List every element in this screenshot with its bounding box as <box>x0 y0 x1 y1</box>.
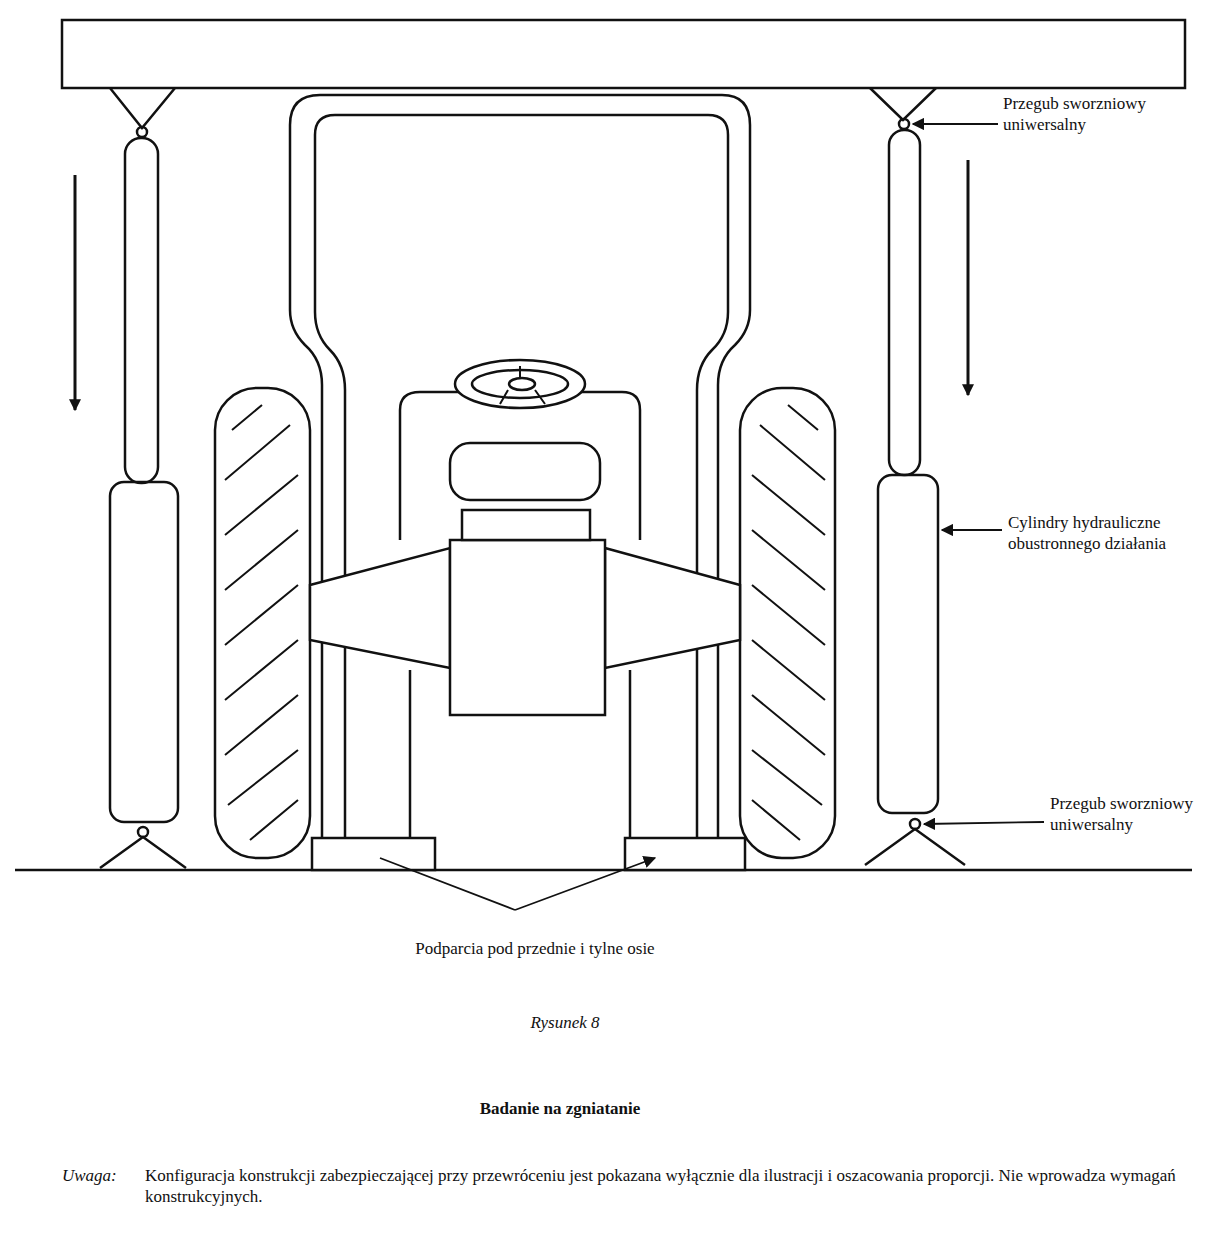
figure-caption: Rysunek 8 <box>530 1012 599 1033</box>
right-cylinder <box>865 88 965 865</box>
motion-arrow <box>967 160 970 395</box>
leader-line <box>942 529 1002 531</box>
callout-label: Przegub sworzniowy uniwersalny <box>1003 93 1193 135</box>
leader-line <box>913 123 998 125</box>
right-wheel <box>740 388 835 858</box>
leader-line <box>924 822 1044 824</box>
tractor-body <box>310 360 740 715</box>
ground-line <box>15 869 1192 872</box>
rops-frame <box>290 95 750 838</box>
left-wheel <box>215 388 310 858</box>
leader-line <box>380 858 655 910</box>
note-prefix: Uwaga: <box>62 1165 117 1186</box>
crush-beam <box>62 20 1185 88</box>
callout-label: Podparcia pod przednie i tylne osie <box>415 938 654 959</box>
motion-arrow <box>74 175 77 410</box>
left-cylinder <box>100 88 186 868</box>
note-text: Konfiguracja konstrukcji zabezpieczające… <box>145 1165 1210 1207</box>
axle-support <box>625 838 745 870</box>
figure-title: Badanie na zgniatanie <box>480 1098 641 1119</box>
callout-label: Przegub sworzniowy uniwersalny <box>1050 793 1210 835</box>
callout-label: Cylindry hydrauliczne obustronnego dział… <box>1008 512 1208 554</box>
axle-support <box>312 838 435 870</box>
